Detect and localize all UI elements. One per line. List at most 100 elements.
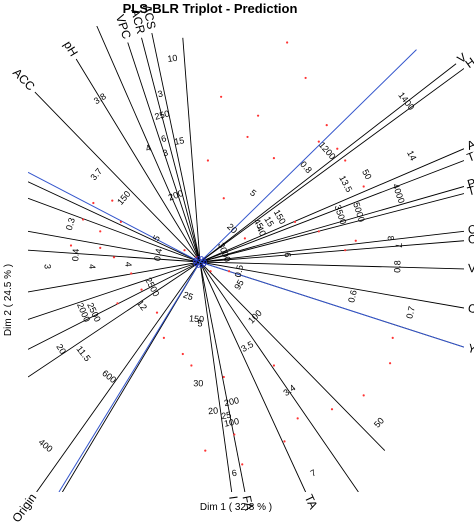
axis-tick-label: 5 [197, 318, 202, 328]
axis-tick-label: 40 [255, 224, 268, 237]
variable-axis-label: CI [467, 232, 474, 247]
axis-tick-label: 600 [100, 368, 118, 385]
axis-tick-label: 50 [372, 416, 386, 430]
axis-tick-label: 0.4 [70, 248, 81, 261]
sample-point [296, 417, 299, 420]
variable-axis-line [199, 186, 464, 263]
variable-axis-line [199, 148, 464, 263]
axis-tick-label: 150 [189, 313, 205, 324]
sample-point [246, 135, 249, 139]
sample-point [222, 375, 225, 379]
origin-marker [192, 259, 197, 264]
axis-tick-label: 13.5 [337, 174, 354, 194]
axis-tick-label: 10 [167, 53, 178, 64]
origin-marker [202, 257, 207, 262]
variable-labels-layer: pHACCVPCACRACSVHATPSPCTPRCI2CIVACAYearTA… [9, 3, 474, 525]
variable-axis-label: FA [240, 494, 257, 511]
variable-axis-line [127, 42, 201, 263]
sample-point [344, 159, 347, 162]
axis-tick-label: 5 [151, 233, 162, 242]
variable-axis-label: I [226, 495, 240, 500]
sample-point [388, 362, 392, 365]
sample-point [99, 230, 102, 233]
axis-tick-label: 7 [309, 467, 318, 478]
axis-tick-label: 100 [246, 308, 264, 326]
axis-tick-label: 1400 [396, 90, 416, 112]
axis-tick-label: 7 [393, 243, 403, 249]
x-axis-label: Dim 1 ( 32.8 % ) [200, 502, 272, 513]
sample-point [69, 244, 73, 247]
variable-axis-label: ACR [128, 7, 148, 35]
sample-point [92, 201, 95, 205]
axis-tick-label: 4 [123, 262, 133, 267]
variable-axis-line [199, 261, 233, 492]
variable-axis-line [199, 261, 246, 492]
variable-axis-label: CI2 [467, 221, 474, 237]
variable-axis-label: TPR [466, 179, 474, 199]
sample-point [220, 95, 223, 98]
unlabeled-axis-line [28, 261, 201, 378]
axis-tick-label: 100 [223, 416, 240, 429]
sample-point [391, 336, 394, 339]
tick-labels-layer: 3.843.71501032501563200140012000.8145013… [37, 53, 419, 479]
predicted-axis-line [199, 49, 417, 263]
axis-tick-label: 15 [262, 215, 276, 229]
sample-point [183, 249, 186, 252]
sample-point [256, 114, 260, 117]
sample-point [204, 449, 207, 452]
sample-point [130, 272, 133, 275]
axis-tick-label: 0.4 [152, 248, 164, 262]
sample-point [81, 218, 85, 221]
axis-tick-label: 4000 [391, 182, 407, 204]
axis-tick-label: 95 [232, 278, 246, 292]
axis-tick-label: 25 [221, 410, 233, 422]
origin-marker [202, 259, 207, 264]
variable-axis-line [141, 37, 201, 263]
sample-point [241, 463, 244, 466]
sample-point [344, 249, 347, 252]
predicted-axes-layer [28, 49, 464, 492]
axis-tick-label: 0.5 [233, 264, 246, 278]
variable-axis-label: VA [468, 261, 474, 275]
predicted-axis-line [28, 171, 201, 263]
sample-point [283, 440, 286, 443]
axis-tick-label: 5 [248, 188, 258, 199]
axis-tick-label: 250 [153, 108, 170, 121]
axis-tick-label: 200 [223, 395, 240, 408]
sample-point [354, 239, 357, 242]
sample-point [272, 364, 276, 367]
sample-point [162, 336, 165, 339]
axis-tick-label: 3 [162, 147, 170, 158]
unlabeled-axis-line [28, 197, 201, 263]
variable-axis-line [199, 160, 464, 263]
axis-tick-label: 25 [182, 290, 195, 303]
variable-axis-line [75, 58, 201, 263]
axis-tick-label: 6 [283, 252, 293, 258]
y-axis-label: Dim 2 ( 24.5 % ) [3, 264, 14, 336]
origin-marker [193, 262, 198, 267]
variable-axis-label: ACS [140, 3, 159, 30]
variable-axis-line [151, 32, 201, 263]
axis-tick-label: 0.8 [298, 159, 314, 175]
axis-tick-label: 12 [135, 298, 149, 312]
variable-axis-line [199, 193, 464, 263]
variable-axis-line [34, 91, 201, 263]
origin-marks-layer [192, 256, 207, 268]
sample-point [362, 394, 365, 397]
variable-axis-line [199, 230, 464, 263]
sample-point [190, 364, 193, 367]
unlabeled-axis-line [28, 261, 201, 350]
axis-tick-label: 20 [225, 221, 239, 235]
variable-axis-label: TA [302, 492, 321, 511]
sample-point [233, 433, 236, 436]
axis-tick-label: 4 [87, 264, 97, 269]
axis-tick-label: 150 [115, 189, 132, 207]
axis-tick-label: 11.5 [74, 344, 92, 363]
unlabeled-axis-line [28, 261, 201, 293]
sample-point [330, 408, 334, 411]
sample-point [140, 288, 143, 291]
axis-tick-label: 15 [173, 135, 185, 147]
variable-axis-label: H [463, 55, 474, 71]
variable-axis-label: PC [466, 173, 474, 191]
axis-tick-label: 20 [54, 342, 68, 356]
